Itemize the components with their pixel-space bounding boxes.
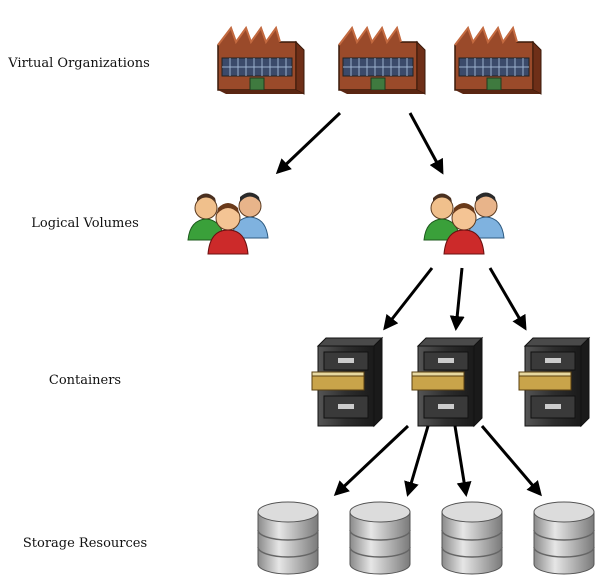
arrow — [488, 267, 527, 331]
arrow — [453, 425, 472, 497]
factory-icon — [454, 27, 542, 95]
arrows-containers-to-storage — [333, 424, 542, 497]
arrow — [333, 424, 410, 497]
file-cabinet-icon — [311, 337, 383, 427]
arrow — [480, 425, 542, 497]
arrow — [449, 267, 465, 331]
arrow — [408, 112, 444, 175]
database-disk-icon — [349, 501, 411, 575]
user-group-icon — [423, 192, 505, 255]
arrow — [404, 425, 430, 497]
level-label-logical-volumes: Logical Volumes — [31, 216, 139, 231]
factory-icon — [338, 27, 426, 95]
arrow — [275, 111, 342, 175]
database-disk-icon — [257, 501, 319, 575]
level-label-containers: Containers — [48, 373, 122, 388]
database-disk-icon — [441, 501, 503, 575]
level-label-virtual-organizations: Virtual Organizations — [8, 56, 150, 71]
level-label-storage-resources: Storage Resources — [22, 536, 148, 551]
arrows-vo-to-lv — [275, 111, 444, 175]
arrow — [383, 267, 434, 331]
database-disk-icon — [533, 501, 595, 575]
arrows-lv-to-containers — [383, 267, 527, 331]
file-cabinet-icon — [518, 337, 590, 427]
user-group-icon — [187, 192, 269, 255]
factory-icon — [217, 27, 305, 95]
file-cabinet-icon — [411, 337, 483, 427]
